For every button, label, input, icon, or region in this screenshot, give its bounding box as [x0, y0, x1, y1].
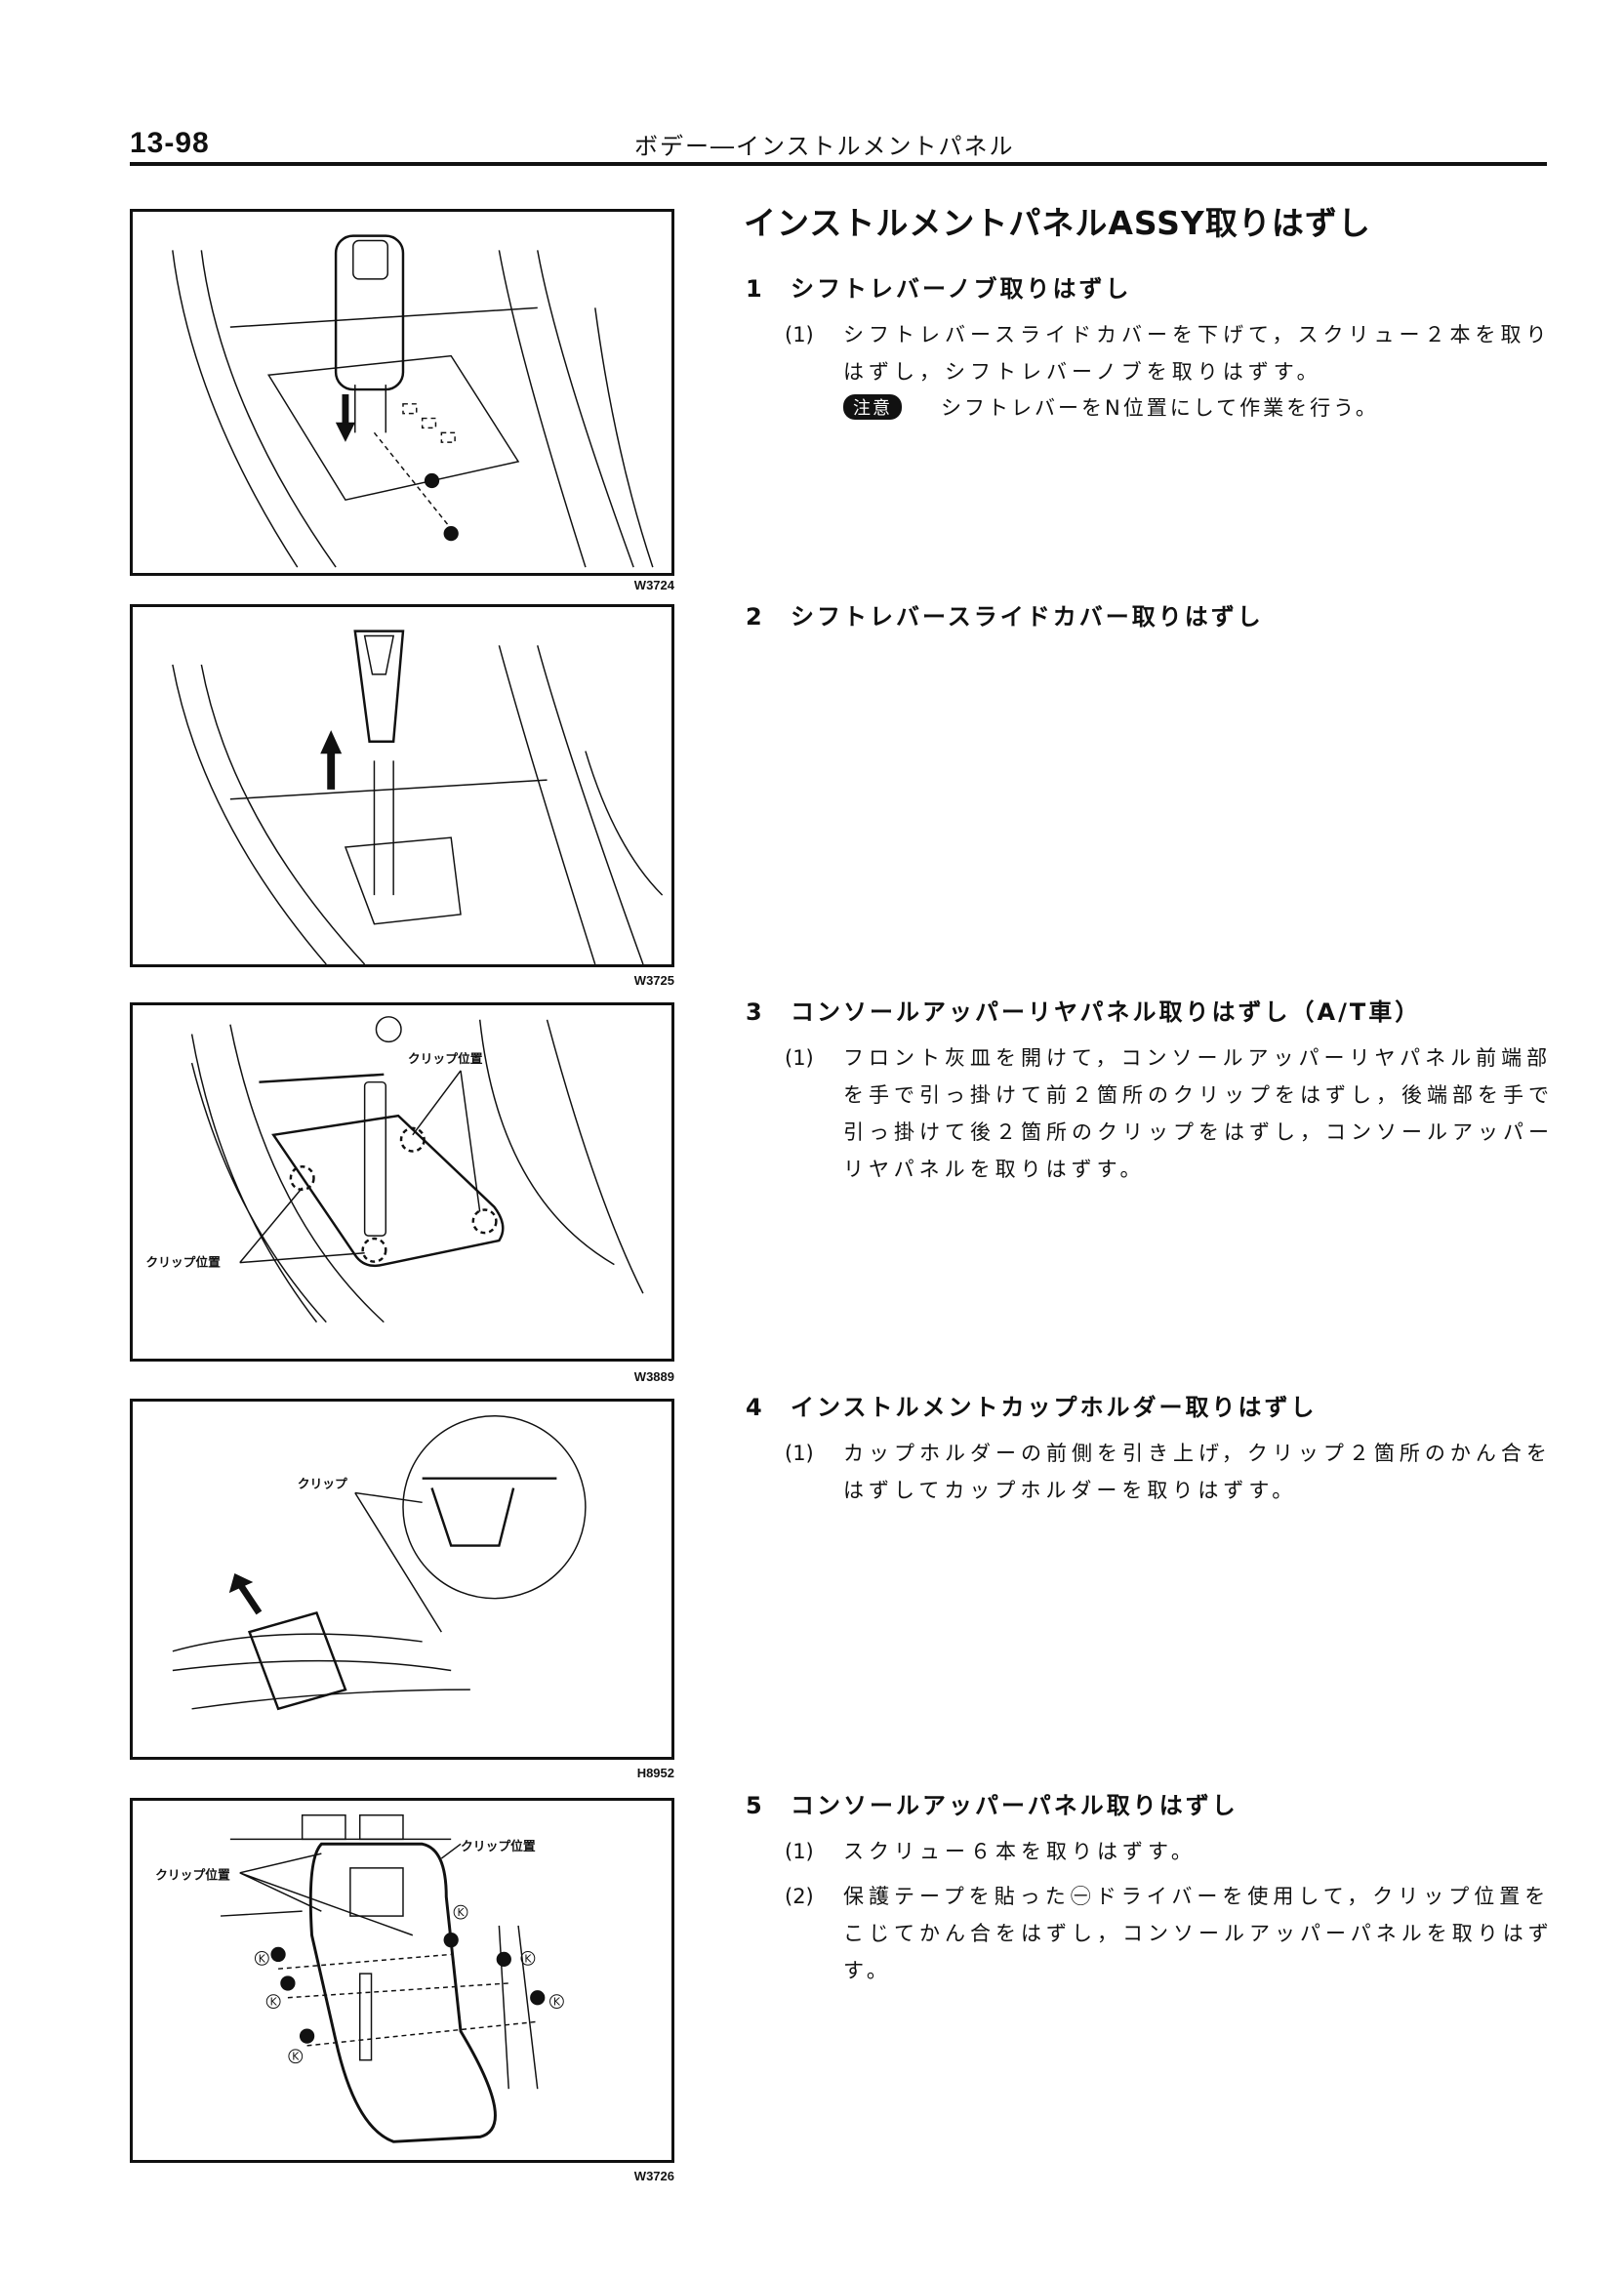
instruction-item: (1) シフトレバースライドカバーを下げて，スクリュー２本を取り はずし，シフト…	[746, 316, 1556, 390]
figure-code: W3726	[633, 2169, 674, 2183]
callout-clip-position: クリップ位置	[461, 1839, 536, 1854]
section-heading: インストルメントパネルASSY取りはずし	[744, 204, 1371, 242]
item-label: (1)	[785, 1840, 814, 1863]
instruction-line: こじてかん合をはずし，コンソールアッパーパネルを取りはず	[843, 1922, 1554, 1945]
screw-mark-k: K	[524, 1952, 532, 1965]
step-title: 3 コンソールアッパーリヤパネル取りはずし（A/T車）	[746, 993, 1556, 1032]
screw-mark-k: K	[292, 2051, 300, 2063]
step-number: 5	[746, 1792, 765, 1819]
instruction-line: はずしてカップホルダーを取りはずす。	[843, 1479, 1298, 1502]
caution-badge: 注意	[843, 394, 902, 420]
screw-mark-k: K	[259, 1952, 266, 1965]
screw-mark-k: K	[270, 1996, 278, 2009]
step-4: 4 インストルメントカップホルダー取りはずし (1) カップホルダーの前側を引き上…	[746, 1388, 1556, 1509]
instruction-line: はずし，シフトレバーノブを取りはずす。	[843, 360, 1322, 384]
callout-clip-position: クリップ位置	[155, 1868, 230, 1884]
step-title-text: コンソールアッパーパネル取りはずし	[791, 1792, 1238, 1819]
instruction-line: カップホルダーの前側を引き上げ，クリップ２箇所のかん合を	[843, 1442, 1552, 1465]
step-1: 1 シフトレバーノブ取りはずし (1) シフトレバースライドカバーを下げて，スクリ…	[746, 269, 1556, 422]
figure-shift-knob-removal	[130, 209, 674, 576]
instruction-item: (1) フロント灰皿を開けて，コンソールアッパーリヤパネル前端部 を手で引っ掛け…	[746, 1039, 1556, 1188]
step-3: 3 コンソールアッパーリヤパネル取りはずし（A/T車） (1) フロント灰皿を開け…	[746, 993, 1556, 1188]
instruction-line: 保護テープを貼った㊀ドライバーを使用して，クリップ位置を	[843, 1885, 1551, 1908]
figure-code: W3725	[633, 973, 674, 988]
instruction-item: (2) 保護テープを貼った㊀ドライバーを使用して，クリップ位置を こじてかん合を…	[746, 1878, 1556, 1989]
figure-rear-panel-clips: クリップ位置 クリップ位置	[130, 1002, 674, 1362]
item-label: (1)	[785, 323, 814, 346]
screw-mark-k: K	[553, 1996, 561, 2009]
callout-clip-position: クリップ位置	[145, 1255, 221, 1271]
step-number: 4	[746, 1394, 765, 1421]
step-title: 1 シフトレバーノブ取りはずし	[746, 269, 1556, 308]
screw-mark-k: K	[457, 1906, 465, 1919]
instruction-line: リヤパネルを取りはずす。	[843, 1158, 1146, 1181]
instruction-line: フロント灰皿を開けて，コンソールアッパーリヤパネル前端部	[843, 1046, 1553, 1070]
step-title-text: インストルメントカップホルダー取りはずし	[791, 1394, 1318, 1421]
callout-clip-position: クリップ位置	[408, 1051, 483, 1067]
instruction-line: スクリュー６本を取りはずす。	[843, 1840, 1197, 1863]
figure-slide-cover-removal	[130, 604, 674, 967]
item-label: (1)	[785, 1046, 814, 1070]
step-title-text: シフトレバースライドカバー取りはずし	[791, 603, 1264, 631]
caution-text: シフトレバーをN位置にして作業を行う。	[941, 396, 1379, 420]
step-title: 4 インストルメントカップホルダー取りはずし	[746, 1388, 1556, 1427]
figure-upper-panel-removal: K K K K K K クリップ位置 クリップ位置	[130, 1798, 674, 2163]
figure-code: H8952	[636, 1766, 674, 1780]
instruction-line: を手で引っ掛けて前２箇所のクリップをはずし，後端部を手で	[843, 1083, 1554, 1107]
step-5: 5 コンソールアッパーパネル取りはずし (1) スクリュー６本を取りはずす。 (2…	[746, 1786, 1556, 1989]
step-title-text: コンソールアッパーリヤパネル取りはずし（A/T車）	[791, 998, 1422, 1026]
step-title: 5 コンソールアッパーパネル取りはずし	[746, 1786, 1556, 1825]
caution-note: 注意 シフトレバーをN位置にして作業を行う。	[843, 392, 1556, 422]
running-title: ボデー―インストルメントパネル	[634, 133, 1015, 160]
instruction-line: 引っ掛けて後２箇所のクリップをはずし，コンソールアッパー	[843, 1120, 1554, 1144]
header-rule	[130, 162, 1547, 166]
instruction-line: す。	[843, 1959, 892, 1982]
figure-code: W3889	[633, 1369, 674, 1384]
figure-code: W3724	[633, 578, 674, 592]
instruction-item: (1) カップホルダーの前側を引き上げ，クリップ２箇所のかん合を はずしてカップ…	[746, 1435, 1556, 1509]
instruction-item: (1) スクリュー６本を取りはずす。	[746, 1833, 1556, 1870]
item-label: (2)	[785, 1885, 814, 1908]
item-label: (1)	[785, 1442, 814, 1465]
instruction-line: シフトレバースライドカバーを下げて，スクリュー２本を取り	[843, 323, 1552, 346]
callout-clip: クリップ	[298, 1478, 347, 1492]
step-2: 2 シフトレバースライドカバー取りはずし	[746, 597, 1556, 636]
page-number: 13-98	[130, 127, 210, 159]
step-number: 3	[746, 998, 765, 1026]
step-number: 1	[746, 275, 765, 303]
step-number: 2	[746, 603, 765, 631]
step-title: 2 シフトレバースライドカバー取りはずし	[746, 597, 1556, 636]
step-title-text: シフトレバーノブ取りはずし	[791, 275, 1132, 303]
figure-cup-holder-removal: クリップ	[130, 1399, 674, 1760]
